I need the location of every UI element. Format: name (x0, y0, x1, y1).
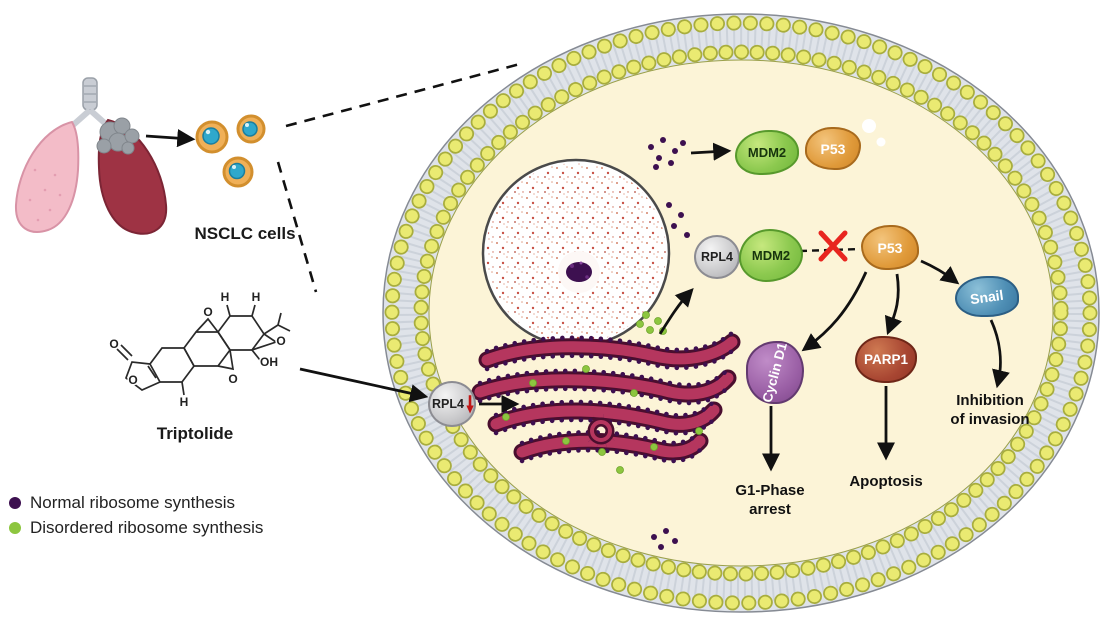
dashed-zoom-top (285, 62, 521, 128)
atom-label: O (128, 373, 137, 387)
mdm2-label: MDM2 (747, 145, 787, 160)
disordered-dot-icon (9, 521, 21, 534)
tumor-mass (96, 117, 140, 155)
atom-label: O (203, 305, 212, 319)
atom-label: H (180, 395, 189, 409)
arrow-er-to-complex (658, 287, 694, 335)
g1-phase-arrest-label: G1-Phase arrest (735, 482, 805, 518)
arrow-lungs-to-cells (145, 129, 196, 148)
p53-label: P53 (877, 239, 903, 256)
pathway-arrows (145, 129, 1010, 472)
p53-mid-node: P53 (861, 225, 919, 270)
arrow-snail-to-invasion (989, 319, 1010, 389)
normal-dot-icon (9, 496, 21, 509)
inhibition-x-icon (818, 230, 848, 262)
arrow-p53-to-cyclind1 (801, 271, 868, 352)
arrow-p53-to-snail (920, 259, 960, 285)
cyclin-d1-label: Cyclin D1 (759, 340, 791, 405)
apoptosis-label: Apoptosis (849, 473, 923, 490)
mdm2-top-node: MDM2 (735, 130, 799, 175)
snail-node: Snail (955, 276, 1019, 317)
legend-item-normal: Normal ribosome synthesis (8, 490, 263, 515)
nsclc-cell (222, 156, 254, 188)
parp1-node: PARP1 (855, 336, 917, 383)
inhibition-of-invasion-label: Inhibition of invasion (950, 392, 1030, 428)
lungs-illustration (14, 77, 168, 235)
nsclc-cell (236, 114, 266, 144)
nucleolus (566, 262, 592, 282)
atom-label: O (109, 337, 118, 351)
atom-label: O (228, 372, 237, 386)
mdm2-complex-node: MDM2 (739, 229, 803, 282)
atom-label: H (252, 290, 261, 304)
deco-bubbles (862, 119, 886, 147)
mdm2-label: MDM2 (751, 248, 791, 263)
arrow-p53-to-parp1 (884, 273, 902, 336)
left-lung (14, 120, 80, 233)
atom-label: H (221, 290, 230, 304)
disordered-ribosome-dots (502, 311, 703, 474)
p53-top-node: P53 (805, 127, 861, 170)
rpl4-label: RPL4 (432, 397, 464, 411)
rpl4-complex-node: RPL4 (694, 235, 740, 279)
snail-label: Snail (969, 286, 1005, 307)
cyclin-d1-node: Cyclin D1 (746, 341, 804, 404)
endoplasmic-reticulum (471, 330, 741, 464)
normal-ribosome-dots (648, 137, 690, 550)
triptolide-structure: O O O O O OH H H H (108, 289, 291, 411)
legend-label: Disordered ribosome synthesis (30, 517, 264, 537)
dashed-zoom-bottom (276, 161, 318, 293)
triptolide-caption: Triptolide (156, 424, 234, 443)
p53-label: P53 (820, 140, 846, 157)
parp1-label: PARP1 (863, 352, 908, 367)
downregulation-arrow-icon (466, 395, 474, 414)
nucleus (481, 158, 671, 348)
arrow-triptolide-to-rpl4 (299, 367, 429, 403)
legend-item-disordered: Disordered ribosome synthesis (8, 515, 263, 540)
arrow-dots-to-mdm2 (690, 142, 732, 161)
rpl4-label: RPL4 (701, 250, 733, 264)
atom-label: O (276, 334, 285, 348)
legend: Normal ribosome synthesis Disordered rib… (8, 490, 263, 540)
nsclc-cells-illustration (195, 114, 266, 188)
nsclc-cells-caption: NSCLC cells (194, 224, 296, 243)
legend-label: Normal ribosome synthesis (30, 492, 236, 512)
nsclc-cell (195, 120, 229, 154)
rpl4-cytoplasm-node: RPL4 (428, 381, 476, 427)
atom-label: OH (260, 355, 278, 369)
